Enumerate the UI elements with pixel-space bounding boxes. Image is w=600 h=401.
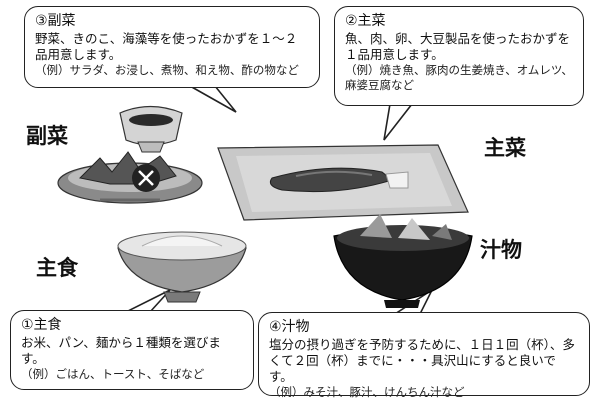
staple-label: 主食	[30, 250, 84, 284]
staple-examples: （例）ごはん、トースト、そばなど	[21, 366, 205, 381]
soup-bubble: ④汁物 塩分の摂り過ぎを予防するために、１日１回（杯）、多くて２回（杯）までに・…	[258, 312, 590, 399]
soup-label: 汁物	[474, 232, 528, 266]
soup-bowl	[333, 214, 473, 308]
side-dish-label: 副菜	[20, 118, 74, 152]
side-dish-title: ③副菜	[35, 13, 76, 29]
main-dish-label: 主菜	[478, 130, 532, 164]
rice-bowl	[117, 231, 247, 303]
main-dish-examples: （例）焼き魚、豚肉の生姜焼き、オムレツ、麻婆豆腐など	[345, 62, 573, 92]
staple-description: お米、パン、麺から１種類を選びます。	[21, 334, 221, 366]
staple-title: ①主食	[21, 317, 62, 333]
main-dish-plate	[217, 144, 469, 221]
side-dish-plate	[57, 151, 203, 204]
staple-bubble-tail	[125, 289, 171, 313]
staple-bubble: ①主食 お米、パン、麺から１種類を選びます。 （例）ごはん、トースト、そばなど	[10, 310, 254, 390]
main-dish-description: 魚、肉、卵、大豆製品を使ったおかずを１品用意します。	[345, 30, 571, 62]
small-side-bowl	[119, 105, 183, 153]
soup-title: ④汁物	[269, 319, 310, 335]
main-dish-title: ②主菜	[345, 13, 386, 29]
main-dish-bubble: ②主菜 魚、肉、卵、大豆製品を使ったおかずを１品用意します。 （例）焼き魚、豚肉…	[334, 6, 584, 106]
side-dish-bubble-tail	[186, 85, 237, 113]
soup-examples: （例）みそ汁、豚汁、けんちん汁など	[269, 384, 465, 399]
side-dish-bubble: ③副菜 野菜、きのこ、海藻等を使ったおかずを１～２品用意します。 （例）サラダ、…	[24, 6, 320, 88]
soup-description: 塩分の摂り過ぎを予防するために、１日１回（杯）、多くて２回（杯）までに・・・具沢…	[269, 336, 575, 384]
side-dish-examples: （例）サラダ、お浸し、煮物、和え物、酢の物など	[35, 62, 299, 77]
side-dish-description: 野菜、きのこ、海藻等を使ったおかずを１～２品用意します。	[35, 30, 298, 62]
main-dish-bubble-tail	[383, 103, 414, 141]
